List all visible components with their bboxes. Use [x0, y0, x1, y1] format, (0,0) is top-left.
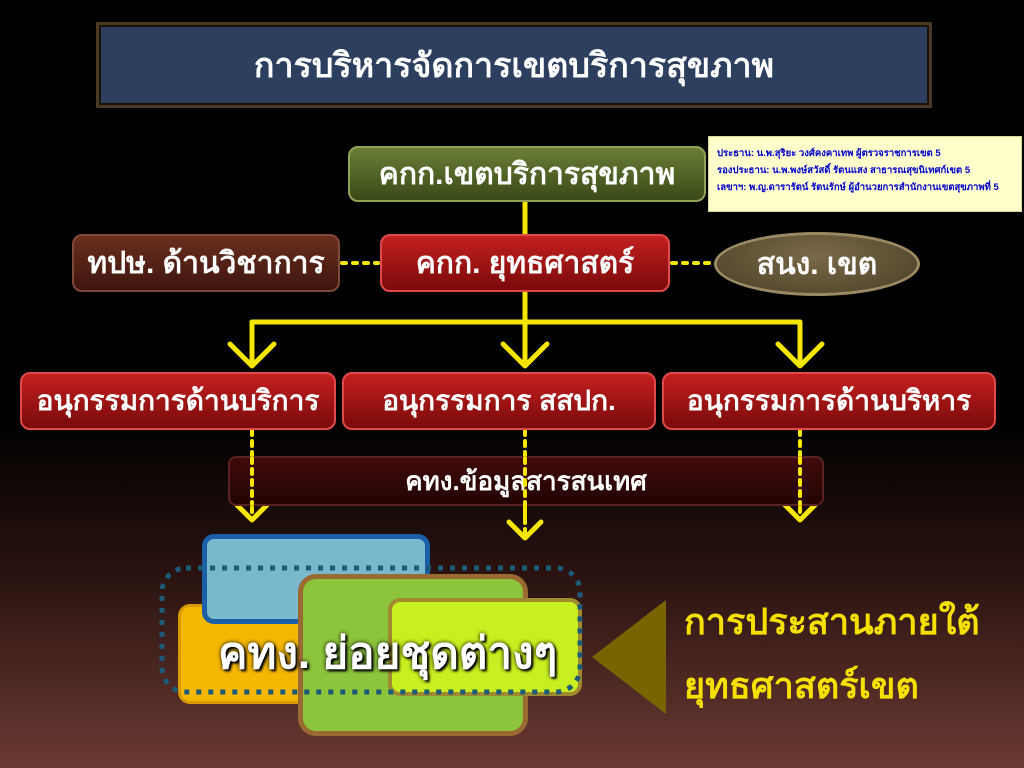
- vice-chair-text: รองประธาน: น.พ.พงษ์สวัสดิ์ รัตนแสง สาธาร…: [717, 165, 971, 176]
- arrow-down-icon: [506, 519, 544, 541]
- arrow-down-icon: [775, 341, 825, 369]
- page-title: การบริหารจัดการเขตบริการสุขภาพ: [96, 22, 932, 108]
- coordination-line-2: ยุทธศาสตร์เขต: [684, 665, 919, 706]
- coordination-line-1: การประสานภายใต้: [684, 601, 980, 642]
- arrow-down-icon: [500, 341, 550, 369]
- subcommittee-admin-box: อนุกรรมการด้านบริหาร: [662, 372, 996, 430]
- strategy-committee-box: คกก. ยุทธศาสตร์: [380, 234, 670, 292]
- arrow-down-icon: [781, 501, 819, 523]
- subcommittee-service-box: อนุกรรมการด้านบริการ: [20, 372, 336, 430]
- arrow-down-icon: [227, 341, 277, 369]
- chair-text: ประธาน: น.พ.สุริยะ วงศ์คงคาเทพ ผู้ตรวจรา…: [717, 148, 941, 159]
- left-triangle-icon: [592, 600, 666, 714]
- secretary-text: เลขาฯ: พ.ญ.ดารารัตน์ รัตนรักษ์ ผู้อำนวยก…: [717, 182, 999, 193]
- it-committee-label: คทง.ข้อมูลสารสนเทศ: [405, 465, 647, 496]
- subcommittee-sspk-box: อนุกรรมการ สสปก.: [342, 372, 656, 430]
- working-groups-label: คทง. ย่อยชุดต่างๆ: [218, 629, 558, 678]
- academic-advisor-box: ทปษ. ด้านวิชาการ: [72, 234, 340, 292]
- arrow-down-icon: [233, 501, 271, 523]
- committee-members-note: ประธาน: น.พ.สุริยะ วงศ์คงคาเทพ ผู้ตรวจรา…: [708, 136, 1022, 212]
- regional-office-oval: สนง. เขต: [714, 232, 920, 296]
- it-committee-box: คทง.ข้อมูลสารสนเทศ: [228, 456, 824, 506]
- group-dotted-outline: [159, 565, 583, 695]
- main-committee-box: คกก.เขตบริการสุขภาพ: [348, 146, 706, 202]
